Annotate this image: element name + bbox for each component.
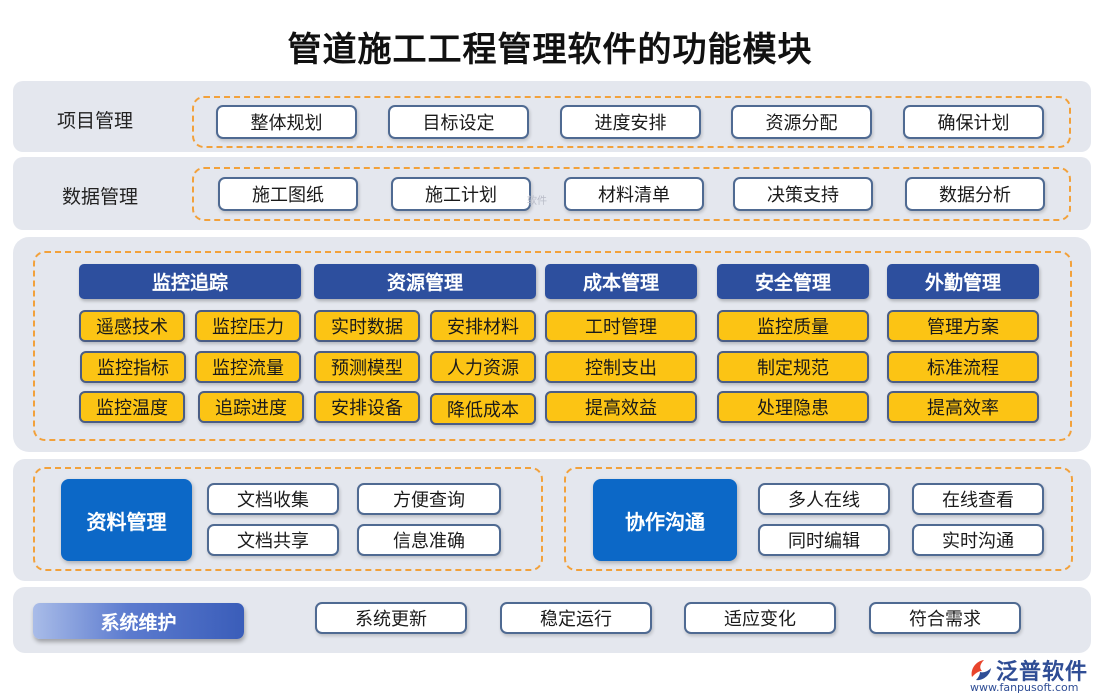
module-item-standard-process: 标准流程 [887,351,1039,383]
collaboration-box: 协作沟通 [593,479,737,561]
data-item-construction-plan: 施工计划 [391,177,531,211]
brand-url: www.fanpusoft.com [970,681,1079,694]
watermark-text: 软件 [527,196,547,207]
maintenance-item-stable-operation: 稳定运行 [500,602,652,634]
project-item-overall-plan: 整体规划 [216,105,357,139]
module-item-arrange-equipment: 安排设备 [314,391,420,423]
module-item-improve-efficiency: 提高效率 [887,391,1039,423]
module-item-monitor-pressure: 监控压力 [195,310,301,342]
docs-dashed-frame [33,467,543,571]
collab-dashed-frame [564,467,1073,571]
project-management-label: 项目管理 [57,110,134,132]
docs-item-accurate-info: 信息准确 [357,524,501,556]
modules-dashed-frame [33,251,1072,441]
module-header-resources: 资源管理 [314,264,536,299]
maintenance-item-meet-requirements: 符合需求 [869,602,1021,634]
module-item-improve-benefit: 提高效益 [545,391,697,423]
module-item-control-spending: 控制支出 [545,351,697,383]
data-item-material-list: 材料清单 [564,177,704,211]
page-title: 管道施工工程管理软件的功能模块 [287,30,813,70]
project-item-goal-setting: 目标设定 [388,105,529,139]
module-item-handle-hazards: 处理隐患 [717,391,869,423]
collab-item-simultaneous-edit: 同时编辑 [758,524,890,556]
data-management-label: 数据管理 [62,186,139,208]
data-item-decision-support: 决策支持 [733,177,873,211]
module-item-monitor-indicators: 监控指标 [80,351,186,383]
module-item-monitor-quality: 监控质量 [717,310,869,342]
module-item-arrange-materials: 安排材料 [430,310,536,342]
module-item-labor-hours: 工时管理 [545,310,697,342]
docs-management-box: 资料管理 [61,479,192,561]
docs-item-collect: 文档收集 [207,483,339,515]
project-item-schedule: 进度安排 [560,105,701,139]
maintenance-item-system-update: 系统更新 [315,602,467,634]
collab-item-online-view: 在线查看 [912,483,1044,515]
project-item-ensure-plan: 确保计划 [903,105,1044,139]
module-item-set-standards: 制定规范 [717,351,869,383]
data-management-dashed-frame [192,167,1071,221]
module-item-track-progress: 追踪进度 [198,391,304,423]
brand-name: 泛普软件 [996,660,1089,685]
module-item-management-plan: 管理方案 [887,310,1039,342]
module-item-forecast-model: 预测模型 [314,351,420,383]
module-item-monitor-flow: 监控流量 [195,351,301,383]
brand-logo: 泛普软件 www.fanpusoft.com [968,654,1093,696]
module-item-human-resources: 人力资源 [430,351,536,383]
module-header-field: 外勤管理 [887,264,1039,299]
collab-item-realtime-communication: 实时沟通 [912,524,1044,556]
docs-item-share: 文档共享 [207,524,339,556]
module-item-realtime-data: 实时数据 [314,310,420,342]
data-item-data-analysis: 数据分析 [905,177,1045,211]
collab-item-multi-online: 多人在线 [758,483,890,515]
project-management-dashed-frame [192,96,1071,148]
system-maintenance-label: 系统维护 [33,603,244,639]
module-item-reduce-cost: 降低成本 [430,393,536,425]
data-item-construction-drawings: 施工图纸 [218,177,358,211]
module-header-monitoring: 监控追踪 [79,264,301,299]
module-item-remote-sensing: 遥感技术 [79,310,185,342]
module-header-safety: 安全管理 [717,264,869,299]
module-header-cost: 成本管理 [545,264,697,299]
project-item-resource-allocation: 资源分配 [731,105,872,139]
module-item-monitor-temperature: 监控温度 [79,391,185,423]
docs-collab-band [13,459,1091,581]
fanpu-logo-icon [971,660,991,681]
maintenance-item-adapt-change: 适应变化 [684,602,836,634]
docs-item-easy-query: 方便查询 [357,483,501,515]
